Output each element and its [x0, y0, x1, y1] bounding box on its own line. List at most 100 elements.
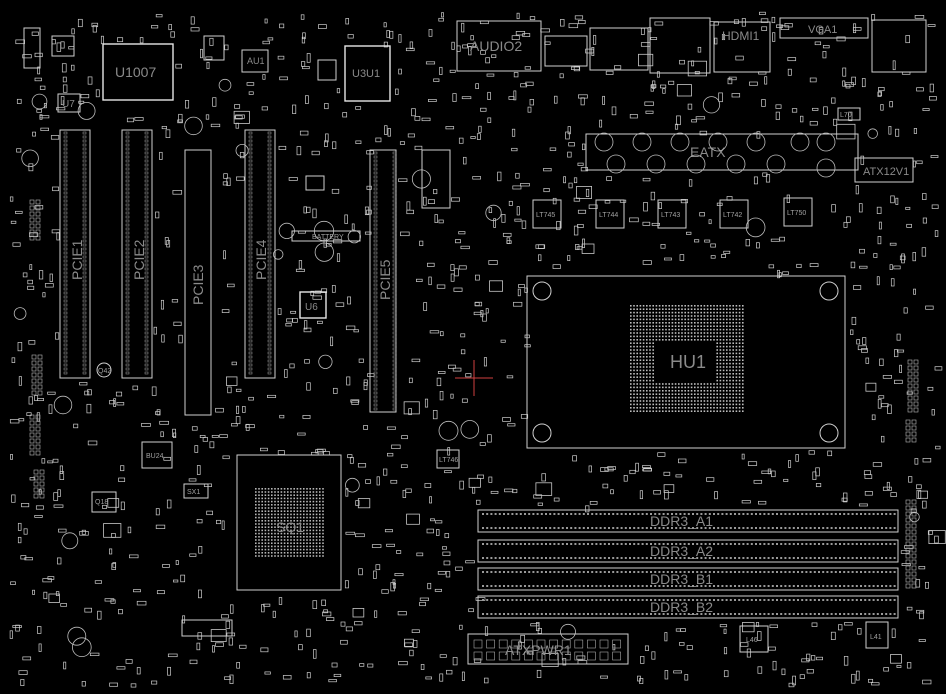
cpu-ball: [738, 379, 741, 382]
smd-part: [89, 652, 100, 656]
cpu-ball: [665, 325, 667, 327]
u1007-chip[interactable]: [102, 43, 174, 101]
pcie3-slot[interactable]: [184, 149, 212, 416]
lt743-choke[interactable]: [657, 199, 687, 229]
ddr3-a2-slot[interactable]: [477, 539, 899, 563]
cpu-ball: [684, 311, 686, 314]
ddr3-a1-slot[interactable]: [477, 509, 899, 533]
smd-part: [650, 191, 656, 201]
ddr-pin: [595, 599, 598, 601]
lt745-choke[interactable]: [532, 199, 562, 229]
lt746-choke[interactable]: [436, 449, 460, 469]
ddr-pin: [700, 585, 703, 587]
cpu-ball: [687, 322, 690, 324]
cpu-ball: [630, 383, 632, 385]
lt742-choke[interactable]: [719, 199, 749, 229]
chip-part: [103, 523, 122, 538]
ddr3-b2-slot[interactable]: [477, 595, 899, 619]
lan-usb-connector[interactable]: [589, 27, 649, 71]
l41-inductor[interactable]: [865, 621, 889, 649]
cpu-ball: [681, 339, 683, 341]
cpu-ball: [703, 308, 706, 310]
pcie-pin: [373, 271, 378, 275]
cpu-ball: [630, 373, 632, 375]
au1-chip[interactable]: [241, 49, 269, 73]
front-usb-header[interactable]: [181, 619, 233, 637]
pcie2-slot[interactable]: [121, 129, 153, 379]
lt750-choke[interactable]: [783, 197, 813, 227]
cpu-ball: [655, 335, 658, 338]
cpu-ball: [706, 339, 709, 341]
pcie-pin: [63, 263, 68, 267]
pch-ball: [299, 516, 302, 519]
smd-part: [9, 419, 20, 424]
crystal-y1[interactable]: [317, 59, 337, 81]
pcie1-slot[interactable]: [59, 129, 91, 379]
pcie-pin: [82, 279, 87, 283]
pcie-pin: [248, 215, 253, 219]
sx1-crystal[interactable]: [183, 483, 209, 499]
smd-part: [568, 23, 579, 29]
usb-connector-1[interactable]: [544, 35, 588, 67]
ddr-pin: [519, 557, 522, 559]
chip-part: [489, 280, 504, 292]
atx12v1-connector[interactable]: [854, 157, 914, 183]
smd-part: [53, 492, 59, 501]
q18-mosfet[interactable]: [91, 491, 117, 513]
ps2-connector[interactable]: [871, 19, 927, 73]
pcie-pin: [125, 263, 130, 267]
pch-ball: [274, 539, 276, 541]
smd-part: [175, 63, 182, 69]
cpu-ball: [697, 318, 699, 321]
cpu-ball: [722, 332, 725, 334]
ddr-pin: [566, 557, 568, 559]
cpu-ball: [713, 308, 715, 310]
ddr-pin: [792, 613, 795, 615]
cpu-ball: [649, 390, 651, 392]
pcie-pin: [373, 299, 378, 303]
bu24-chip[interactable]: [141, 441, 173, 469]
ddr3-b1-slot[interactable]: [477, 567, 899, 591]
header-pin: [905, 565, 911, 571]
smd-part: [600, 467, 609, 472]
cpu-ball: [713, 332, 715, 334]
l70-inductor[interactable]: [837, 107, 861, 121]
cpu-ball: [646, 328, 648, 331]
audio2-connector[interactable]: [456, 20, 542, 72]
cpu-ball: [668, 383, 670, 385]
smd-part: [668, 80, 675, 85]
u12-chip[interactable]: [203, 35, 225, 61]
cpu-ball: [674, 325, 677, 327]
pcie4-slot[interactable]: [244, 129, 276, 379]
header-f-panel[interactable]: [421, 149, 451, 209]
cpu-socket-outline[interactable]: [526, 275, 846, 449]
atxpwr1-connector[interactable]: [467, 633, 629, 665]
hdmi-connector[interactable]: [713, 21, 771, 73]
smd-part: [419, 601, 426, 607]
cpu-ball: [703, 328, 706, 331]
ic-small-1[interactable]: [51, 35, 75, 57]
usb-stack-connector[interactable]: [649, 17, 711, 74]
u7-chip[interactable]: [57, 93, 81, 113]
vga-connector[interactable]: [779, 17, 869, 39]
smd-part: [899, 255, 906, 261]
cpu-ball: [729, 352, 731, 355]
u3u1-chip[interactable]: [344, 45, 391, 102]
lt744-choke[interactable]: [595, 199, 625, 229]
smd-part: [488, 260, 498, 265]
smd-part: [177, 119, 183, 124]
ddr-pin: [532, 527, 535, 529]
battery-holder[interactable]: [291, 230, 361, 242]
pch-outline[interactable]: [236, 454, 342, 591]
u5-chip[interactable]: [305, 175, 325, 191]
q42-device[interactable]: [96, 362, 112, 378]
header-j1[interactable]: [23, 27, 41, 69]
pch-ball: [306, 500, 308, 503]
l46-inductor[interactable]: [739, 625, 769, 653]
u6-chip[interactable]: [299, 291, 327, 319]
header-pin: [29, 414, 35, 420]
pch-ball: [290, 526, 292, 528]
cpu-ball: [652, 400, 654, 402]
pcie-pin: [125, 207, 130, 211]
cpu-ball: [687, 386, 690, 389]
